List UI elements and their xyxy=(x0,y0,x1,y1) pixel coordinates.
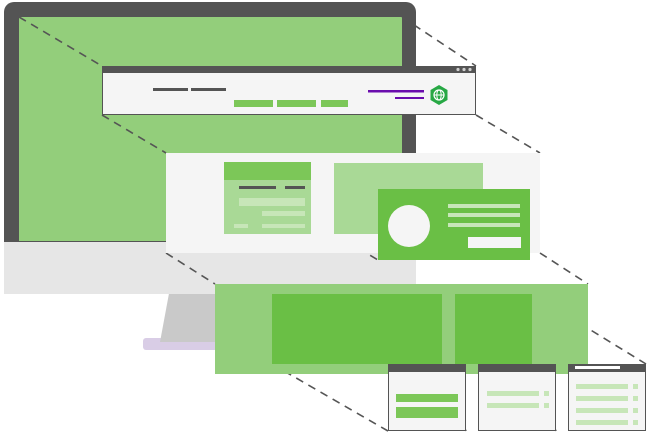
header-tab xyxy=(277,100,316,107)
small-card-1 xyxy=(388,364,466,431)
header-nav-bar xyxy=(191,88,226,91)
content-card-left xyxy=(224,162,311,234)
header-tab xyxy=(234,100,273,107)
header-layer xyxy=(102,66,476,115)
three-dots-icon xyxy=(456,67,472,72)
monitor-stand xyxy=(160,288,228,342)
purple-line xyxy=(368,90,424,93)
profile-card xyxy=(378,189,530,260)
footer-block xyxy=(455,294,532,364)
header-nav-bar xyxy=(153,88,188,91)
purple-line xyxy=(395,97,424,99)
footer-block xyxy=(272,294,442,364)
small-card-3 xyxy=(568,364,646,431)
footer-layer xyxy=(215,284,588,374)
header-tab xyxy=(321,100,348,107)
avatar-circle-icon xyxy=(388,205,430,247)
globe-icon xyxy=(430,85,448,105)
content-layer xyxy=(166,153,540,260)
small-card-2 xyxy=(478,364,556,431)
